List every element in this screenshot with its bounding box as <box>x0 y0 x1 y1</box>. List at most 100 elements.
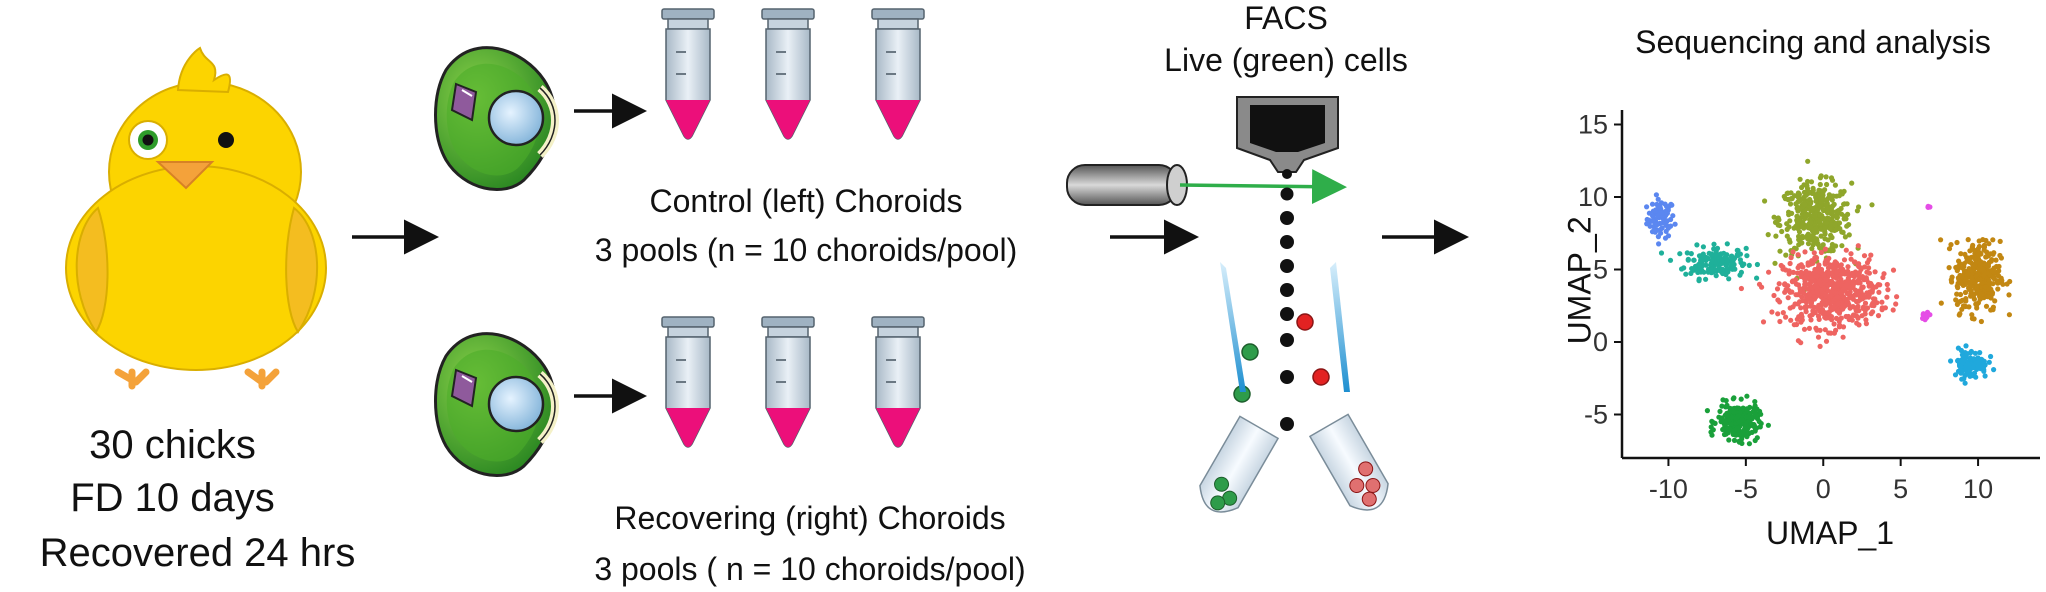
umap-point <box>1783 252 1789 258</box>
umap-point <box>1811 270 1817 276</box>
umap-point <box>1828 264 1834 270</box>
umap-point <box>1983 303 1990 309</box>
umap-point <box>1652 208 1659 214</box>
umap-point <box>1839 229 1845 235</box>
umap-point <box>1734 247 1740 253</box>
umap-point <box>1780 266 1786 272</box>
umap-point <box>1659 210 1665 216</box>
umap-point <box>1978 318 1984 325</box>
umap-point <box>1808 301 1814 307</box>
umap-point <box>1875 313 1882 319</box>
umap-point <box>1823 201 1829 207</box>
umap-point <box>1846 302 1852 308</box>
umap-point <box>1954 239 1960 246</box>
umap-point <box>1716 265 1722 271</box>
umap-point <box>1975 246 1981 252</box>
umap-point <box>1729 414 1735 420</box>
umap-point <box>1879 299 1885 305</box>
umap-point <box>1819 300 1825 306</box>
umap-point <box>1651 227 1657 233</box>
umap-point <box>1795 252 1801 258</box>
umap-point <box>1805 286 1811 292</box>
facs-title: FACS <box>1244 0 1328 36</box>
umap-point <box>1819 307 1826 313</box>
umap-point <box>1795 204 1801 210</box>
umap-point <box>1731 437 1738 443</box>
control-eye-illustration <box>436 48 556 190</box>
umap-point <box>1808 317 1814 323</box>
umap-point <box>1795 195 1802 201</box>
umap-point <box>1810 277 1816 283</box>
umap-point <box>1811 250 1817 256</box>
y-tick-label: 15 <box>1578 110 1608 140</box>
umap-point <box>1646 217 1652 223</box>
umap-point <box>1695 269 1701 275</box>
umap-point <box>1963 343 1969 349</box>
umap-point <box>1833 243 1839 249</box>
umap-point <box>1879 307 1885 313</box>
umap-point <box>1796 237 1802 243</box>
umap-point <box>1959 265 1965 271</box>
umap-point <box>1862 300 1869 306</box>
umap-point <box>1801 290 1807 296</box>
umap-point <box>1779 228 1785 235</box>
umap-point <box>1986 241 1992 247</box>
umap-point <box>1746 262 1752 268</box>
umap-point <box>1828 292 1834 298</box>
umap-point <box>1793 223 1799 229</box>
umap-point <box>1810 260 1816 266</box>
umap-point <box>1712 420 1718 426</box>
umap-point <box>1668 201 1674 207</box>
umap-point <box>1812 284 1818 290</box>
umap-point <box>1662 235 1669 241</box>
umap-point <box>2004 281 2010 287</box>
umap-point <box>1746 441 1752 447</box>
umap-point <box>1703 276 1709 282</box>
control-tube-2 <box>761 8 815 140</box>
umap-point <box>1822 236 1828 242</box>
umap-point <box>1756 281 1763 287</box>
umap-point <box>1826 309 1832 315</box>
umap-point <box>1855 263 1861 269</box>
umap-point <box>1787 239 1793 245</box>
umap-point <box>1996 263 2002 270</box>
umap-point <box>1818 249 1824 256</box>
umap-point <box>1800 264 1806 270</box>
umap-point <box>1798 319 1804 325</box>
umap-point <box>1852 287 1859 293</box>
umap-point <box>1968 259 1974 266</box>
umap-point <box>1776 281 1782 287</box>
umap-point <box>1793 292 1799 298</box>
umap-point <box>1836 193 1842 199</box>
umap-point <box>1709 252 1715 258</box>
umap-point <box>1890 307 1896 313</box>
umap-point <box>1736 439 1742 445</box>
umap-point <box>1818 287 1824 293</box>
umap-point <box>1795 190 1801 196</box>
umap-point <box>1681 265 1687 271</box>
umap-point <box>1953 297 1959 303</box>
umap-point <box>1721 250 1727 256</box>
umap-point <box>1749 422 1755 428</box>
umap-point <box>2006 312 2012 318</box>
umap-point <box>1970 242 1976 248</box>
umap-point <box>1961 376 1967 382</box>
umap-point <box>1990 304 1996 310</box>
umap-point <box>1857 280 1863 286</box>
recovering-group-pools: 3 pools ( n = 10 choroids/pool) <box>594 551 1026 587</box>
umap-point <box>1861 253 1868 259</box>
facs-subtitle: Live (green) cells <box>1164 42 1408 78</box>
umap-point <box>1842 303 1848 309</box>
umap-point <box>1834 294 1841 300</box>
x-tick-label: 5 <box>1893 474 1908 504</box>
umap-point <box>1796 314 1802 320</box>
umap-point <box>1925 204 1931 210</box>
umap-point <box>1725 425 1731 431</box>
umap-point <box>1997 252 2003 259</box>
umap-point <box>1953 264 1959 271</box>
x-tick-label: -10 <box>1649 474 1688 504</box>
umap-point <box>1766 269 1772 275</box>
recovering-tube-1 <box>661 316 715 448</box>
umap-point <box>1991 250 1997 256</box>
umap-point <box>1816 316 1822 322</box>
